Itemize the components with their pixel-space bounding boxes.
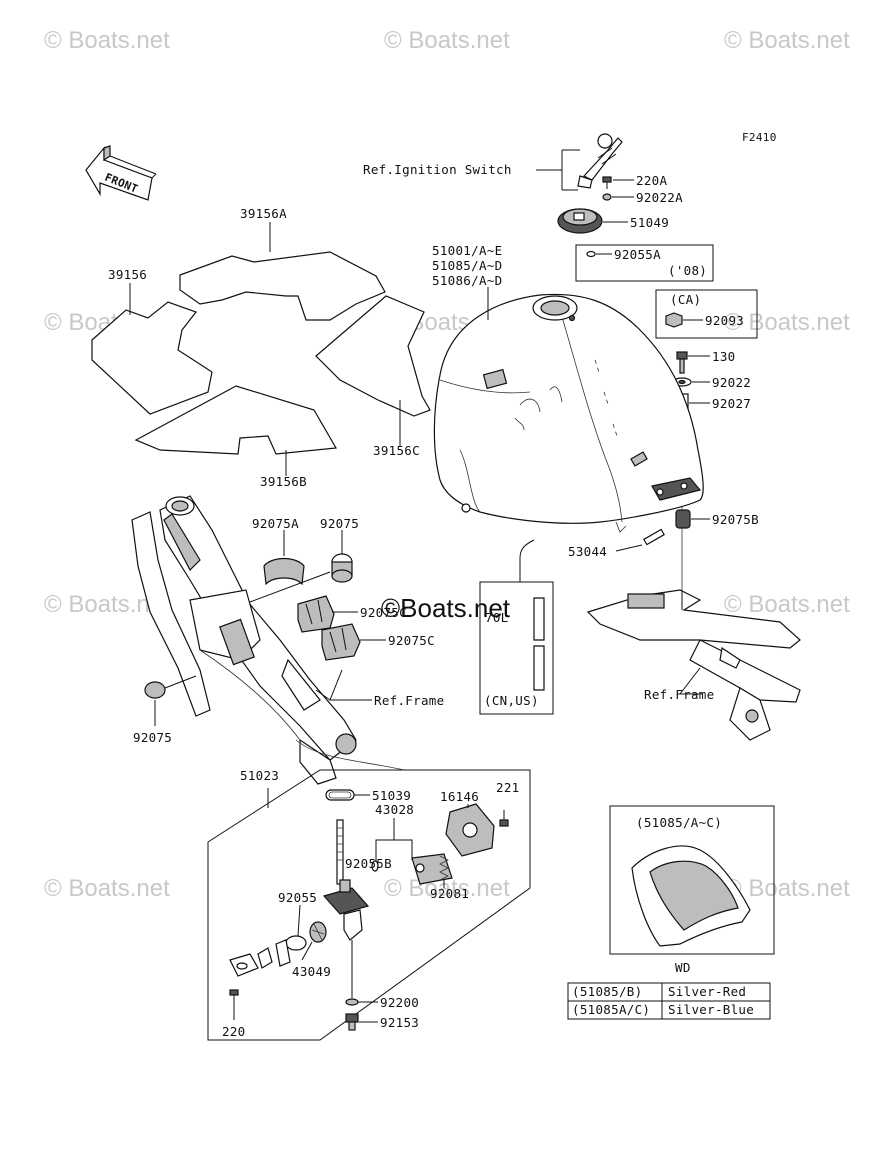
label-92153: 92153 [380, 1015, 419, 1030]
label-53044: 53044 [568, 544, 607, 559]
label-39156A: 39156A [240, 206, 287, 221]
diaphragm-icon [411, 853, 453, 885]
box-hose [479, 581, 554, 715]
box-51023 [207, 769, 531, 1041]
label-ca: (CA) [670, 292, 701, 307]
fuel-tank-icon [433, 293, 704, 533]
label-92027: 92027 [712, 396, 751, 411]
figure-code: F2410 [742, 131, 777, 144]
label-92200: 92200 [380, 995, 419, 1010]
o-ring-icon [586, 250, 596, 258]
watermark: © Boats.net [724, 27, 850, 54]
watermark: © Boats.net [724, 309, 850, 336]
label-220: 220 [222, 1024, 245, 1039]
label-92055A: 92055A [614, 247, 661, 262]
label-ref-frame-left: Ref.Frame [374, 693, 444, 708]
washer-icon [602, 193, 612, 201]
label-92055B: 92055B [345, 856, 392, 871]
label-92055A-note: ('08) [668, 263, 707, 278]
color-table-code: (51085/B) [572, 984, 642, 999]
spring-icon [439, 855, 449, 881]
label-tank-3: 51086/A~D [432, 273, 502, 288]
label-92022: 92022 [712, 375, 751, 390]
label-92055: 92055 [278, 890, 317, 905]
label-39156C: 39156C [373, 443, 420, 458]
damper-icon [331, 569, 353, 583]
label-92075C-2: 92075C [388, 633, 435, 648]
hose-icon [533, 597, 545, 641]
label-92093: 92093 [705, 313, 744, 328]
ignition-key-icon [577, 133, 623, 189]
front-arrow-icon: FRONT [85, 145, 157, 201]
damper-icon [675, 509, 691, 529]
frame-icon [131, 495, 405, 785]
bolt-icon [345, 1013, 359, 1031]
label-92075-top: 92075 [320, 516, 359, 531]
watermark: © Boats.net [724, 875, 850, 902]
label-92081: 92081 [430, 886, 469, 901]
label-220A: 220A [636, 173, 667, 188]
watermark: © Boats.net [384, 27, 510, 54]
label-39156: 39156 [108, 267, 147, 282]
color-table-color: Silver-Red [668, 984, 746, 999]
color-table-code: (51085A/C) [572, 1002, 650, 1017]
tank-decal-icon [631, 845, 751, 947]
label-43049: 43049 [292, 964, 331, 979]
gasket-icon [325, 789, 355, 801]
inset-box [609, 805, 775, 955]
label-inset: (51085/A~C) [636, 815, 722, 830]
label-130: 130 [712, 349, 735, 364]
label-cn-us: (CN,US) [484, 693, 539, 708]
label-51023: 51023 [240, 768, 279, 783]
label-ref-frame-right: Ref.Frame [644, 687, 714, 702]
clip-icon [643, 528, 665, 546]
damper-icon [144, 681, 166, 699]
label-39156B: 39156B [260, 474, 307, 489]
label-43028: 43028 [375, 802, 414, 817]
center-watermark: ©Boats.net [381, 593, 511, 623]
label-92075B: 92075B [712, 512, 759, 527]
color-table-color: Silver-Blue [668, 1002, 754, 1017]
watermark: © Boats.net [44, 875, 170, 902]
frame-right-icon [586, 589, 801, 741]
watermark: © Boats.net [724, 591, 850, 618]
label-92075A: 92075A [252, 516, 299, 531]
label-92022A: 92022A [636, 190, 683, 205]
label-92075-left: 92075 [133, 730, 172, 745]
label-ref-ignition: Ref.Ignition Switch [363, 162, 512, 177]
color-table: (51085/B) Silver-Red (51085A/C) Silver-B… [567, 982, 771, 1020]
damper-icon [263, 557, 305, 586]
nut-icon [665, 312, 683, 328]
pad-icon [91, 251, 431, 455]
label-92075C-1: 92075C [360, 605, 407, 620]
box-92055A [575, 244, 714, 282]
cushion-icon [297, 595, 361, 661]
label-tank-1: 51001/A~E [432, 243, 502, 258]
fuel-cap-icon [557, 208, 603, 234]
label-wd: WD [675, 960, 691, 975]
label-70L: 70L [485, 610, 508, 625]
o-ring-icon [285, 935, 307, 951]
label-tank-2: 51085/A~D [432, 258, 502, 273]
box-ca [655, 289, 758, 339]
label-221: 221 [496, 780, 519, 795]
o-ring-icon [371, 860, 379, 872]
bolt-icon [676, 351, 688, 374]
fuel-cock-icon [322, 819, 370, 941]
label-51049: 51049 [630, 215, 669, 230]
screw-icon [602, 176, 612, 189]
label-16146: 16146 [440, 789, 479, 804]
washer-icon [345, 998, 359, 1006]
watermark: © Boats.net [44, 27, 170, 54]
label-51039: 51039 [372, 788, 411, 803]
